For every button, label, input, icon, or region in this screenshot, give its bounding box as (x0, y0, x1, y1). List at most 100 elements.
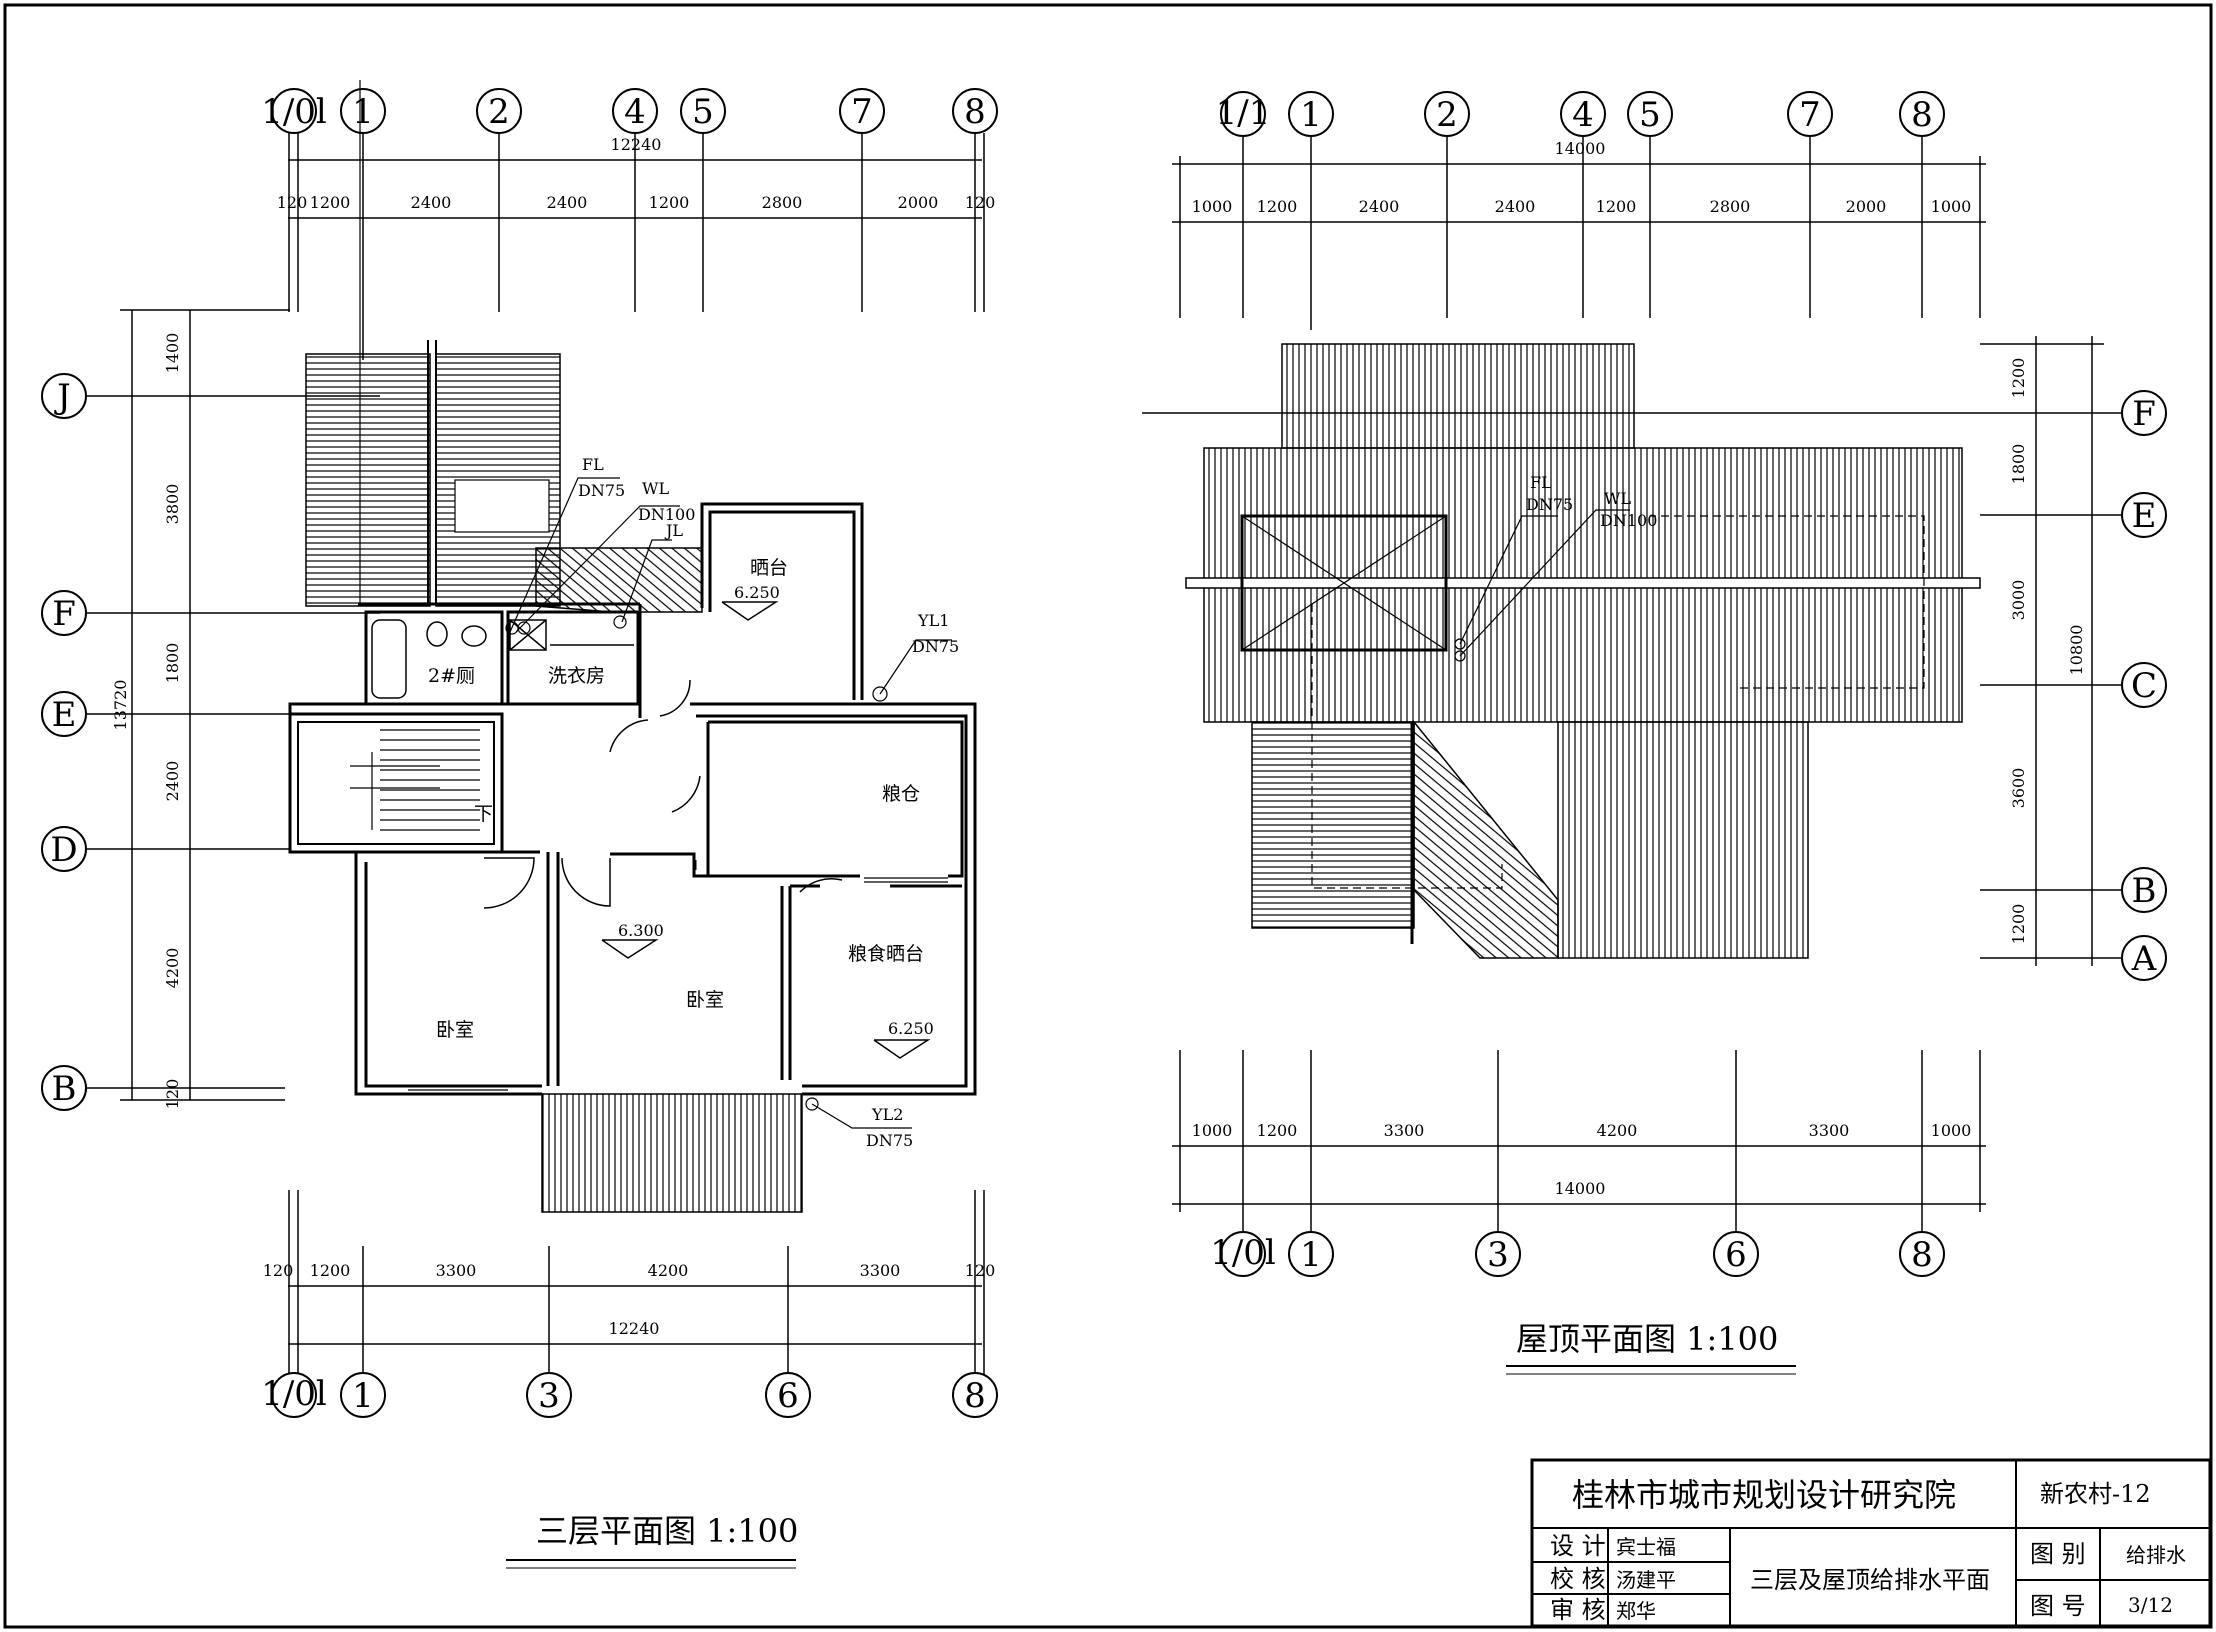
dim-text: 1000 (1931, 1121, 1972, 1140)
roof-dashed-outline (1311, 604, 1503, 889)
dim-text: 1200 (1257, 197, 1298, 216)
dim-text: 1200 (310, 1261, 351, 1280)
dim-text: 120 (965, 1261, 996, 1280)
axis-bubble (1899, 1231, 1945, 1277)
dim-total: 13720 (111, 680, 130, 731)
dim-total: 14000 (1555, 139, 1606, 158)
axis-label: 1/0l (261, 1374, 327, 1414)
plan-title-third-floor: 三层平面图 1:100 (536, 1512, 798, 1550)
third-floor-plan: 1/0l 1 2 4 5 7 8 12240 120 1200 2400 240… (41, 80, 998, 1569)
axis-label: 7 (1799, 95, 1821, 135)
axis-label: 4 (624, 92, 646, 132)
room-laundry: 洗衣房 (548, 665, 605, 687)
axis-label: D (50, 830, 77, 870)
axis-label: 8 (1911, 1235, 1933, 1275)
roof-pipe-wl: WL (1604, 489, 1631, 508)
axis-bubble (1475, 1231, 1521, 1277)
axis-label: 2 (1436, 95, 1458, 135)
axis-bubble (2121, 867, 2167, 913)
plan-title-roof: 屋顶平面图 1:100 (1516, 1320, 1778, 1358)
dim-text: 3300 (860, 1261, 901, 1280)
dim-text: 1200 (1596, 197, 1637, 216)
windows (408, 877, 948, 1095)
pipe-yl2-dn: DN75 (866, 1131, 913, 1150)
room-toilet: 2#厕 (428, 665, 475, 687)
axis-label: 8 (964, 92, 986, 132)
axis-label: 3 (538, 1376, 560, 1416)
axis-bubble (271, 1372, 317, 1418)
axis-label: 1/1 (1216, 93, 1271, 133)
check-name: 汤建平 (1616, 1568, 1676, 1592)
pipe-fl-dn: DN75 (578, 481, 625, 500)
dim-text: 4200 (1597, 1121, 1638, 1140)
roof-pipe-wl-dn: DN100 (1600, 511, 1657, 530)
roof-plan: 1/1 1 2 4 5 7 8 14000 1000 1200 2400 240… (1142, 91, 2167, 1375)
roof-pipe-fl: FL (1530, 473, 1552, 492)
dim-text: 120 (163, 1079, 182, 1110)
number-label: 图 号 (2030, 1592, 2086, 1620)
right-bottom-axes: 1/0l 1 3 6 8 (1210, 1231, 1945, 1277)
sheet-border (3, 3, 2213, 1629)
dim-text: 1000 (1192, 1121, 1233, 1140)
dim-text: 2400 (163, 761, 182, 802)
dim-total: 14000 (1555, 1179, 1606, 1198)
roof-upper-hatch (1281, 343, 1635, 449)
roof-dashed-outline (1650, 515, 1925, 689)
door-swings (483, 679, 843, 909)
dim-text: 1000 (1931, 197, 1972, 216)
right-side-axes: F E C B A (2121, 390, 2167, 981)
pipe-leaders (505, 477, 952, 1129)
dim-text: 3600 (2009, 768, 2028, 809)
axis-bubble (1220, 1231, 1266, 1277)
dim-text: 3300 (1809, 1121, 1850, 1140)
axis-label: 1/0l (261, 92, 327, 132)
right-bottom-dimensions (1172, 1050, 1986, 1232)
axis-label: J (54, 377, 71, 417)
axis-label: 1 (1300, 1235, 1322, 1275)
dim-text: 120 (277, 193, 308, 212)
pipe-wl: WL (642, 479, 669, 498)
dim-text: 2000 (1846, 197, 1887, 216)
dim-total: 12240 (611, 135, 662, 154)
dim-text: 1400 (163, 333, 182, 374)
axis-label: 6 (1725, 1235, 1747, 1275)
left-bottom-axes: 1/0l 1 3 6 8 (261, 1372, 998, 1418)
axis-bubble (765, 1372, 811, 1418)
left-top-dimensions (288, 133, 985, 360)
left-side-axes: J F E D B (41, 373, 87, 1111)
dim-text: 3800 (163, 484, 182, 525)
room-drying: 晒台 (750, 557, 788, 579)
dim-text: 3300 (1384, 1121, 1425, 1140)
left-bottom-dimensions (288, 1190, 985, 1374)
axis-label: A (2131, 939, 2157, 979)
level-bedroom: 6.300 (618, 921, 664, 940)
level-grain: 6.250 (888, 1019, 934, 1038)
pipe-fl: FL (582, 455, 604, 474)
axis-label: 6 (777, 1376, 799, 1416)
project-name: 新农村-12 (2040, 1480, 2151, 1508)
axis-label: 2 (488, 92, 510, 132)
dim-text: 2800 (762, 193, 803, 212)
category-value: 给排水 (2126, 1543, 2186, 1567)
roof-pipe-fl-dn: DN75 (1526, 495, 1573, 514)
axis-label: E (2132, 496, 2157, 536)
axis-label: 1 (352, 92, 374, 132)
roof-pipe-leaders (1454, 509, 1630, 662)
axis-bubble (2121, 492, 2167, 538)
axis-bubble (952, 1372, 998, 1418)
pipe-yl1-dn: DN75 (912, 637, 959, 656)
room-bedroom-2: 卧室 (686, 989, 724, 1011)
axis-bubble (526, 1372, 572, 1418)
stair-treads (350, 729, 480, 831)
review-label: 审 核 (1550, 1596, 1606, 1624)
axis-label: 3 (1487, 1235, 1509, 1275)
axis-label: C (2131, 666, 2157, 706)
axis-bubble (2121, 662, 2167, 708)
dim-text: 2000 (898, 193, 939, 212)
dim-total: 12240 (609, 1319, 660, 1338)
pipe-jl: JL (664, 521, 683, 540)
axis-bubble (271, 88, 317, 134)
axis-bubble (1713, 1231, 1759, 1277)
right-top-axes: 1/1 1 2 4 5 7 8 (1216, 91, 1945, 137)
